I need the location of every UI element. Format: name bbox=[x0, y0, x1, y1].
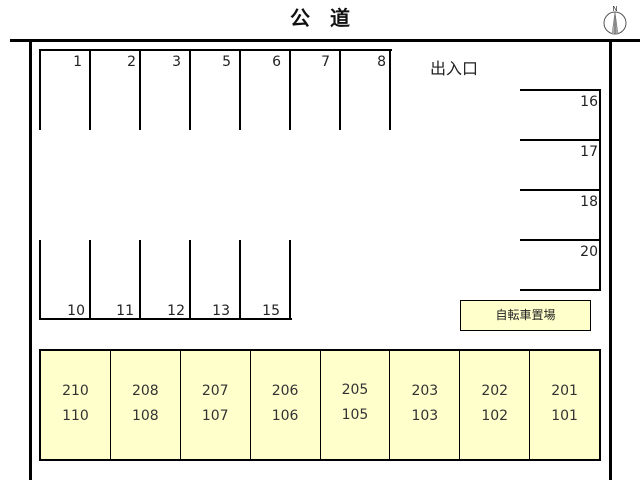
parking-divider bbox=[39, 49, 41, 130]
parking-space-number: 11 bbox=[116, 303, 134, 319]
parking-divider bbox=[39, 240, 41, 320]
parking-space-number: 3 bbox=[172, 54, 181, 70]
parking-space-number: 6 bbox=[272, 54, 281, 70]
parking-divider bbox=[239, 49, 241, 130]
parking-divider bbox=[139, 240, 141, 320]
parking-space-number: 20 bbox=[580, 244, 598, 260]
unit-lower-number: 105 bbox=[341, 407, 369, 423]
parking-divider bbox=[520, 139, 601, 141]
unit-lower-number: 108 bbox=[131, 408, 159, 424]
parking-divider bbox=[520, 89, 601, 91]
parking-space-number: 17 bbox=[580, 144, 598, 160]
entrance-label: 出入口 bbox=[430, 59, 479, 78]
parking-divider bbox=[239, 240, 241, 320]
parking-space-number: 5 bbox=[222, 54, 231, 70]
unit-lower-number: 101 bbox=[551, 408, 578, 424]
parking-divider bbox=[389, 49, 391, 130]
building-unit: 202 102 bbox=[460, 351, 531, 459]
parking-space-number: 8 bbox=[377, 54, 386, 70]
parking-space-number: 10 bbox=[67, 303, 85, 319]
parking-divider bbox=[289, 49, 291, 130]
unit-lower-number: 106 bbox=[271, 408, 299, 424]
parking-divider bbox=[520, 189, 601, 191]
building-unit: 203 103 bbox=[390, 351, 461, 459]
unit-lower-number: 103 bbox=[411, 408, 439, 424]
parking-space-number: 16 bbox=[580, 94, 598, 110]
parking-divider bbox=[339, 49, 341, 130]
unit-upper-number: 201 bbox=[551, 383, 578, 399]
public-road-label: 公道 bbox=[290, 6, 370, 30]
unit-upper-number: 206 bbox=[271, 383, 299, 399]
parking-divider bbox=[189, 49, 191, 130]
parking-space-number: 2 bbox=[127, 54, 136, 70]
building-unit: 201 101 bbox=[530, 351, 599, 459]
parking-divider bbox=[189, 240, 191, 320]
unit-upper-number: 202 bbox=[481, 383, 509, 399]
north-arrow-icon: N bbox=[602, 4, 628, 36]
parking-divider bbox=[139, 49, 141, 130]
unit-upper-number: 203 bbox=[411, 383, 439, 399]
parking-divider bbox=[89, 49, 91, 130]
unit-lower-number: 107 bbox=[201, 408, 229, 424]
unit-upper-number: 207 bbox=[201, 383, 229, 399]
site-boundary-right bbox=[609, 39, 612, 480]
unit-lower-number: 102 bbox=[481, 408, 509, 424]
building-unit: 210 110 bbox=[41, 351, 111, 459]
parking-space-number: 15 bbox=[262, 303, 280, 319]
apartment-building: 210 110 208 108 207 107 206 106 205 105 … bbox=[39, 349, 601, 461]
parking-space-number: 18 bbox=[580, 194, 598, 210]
parking-divider bbox=[520, 289, 601, 291]
building-unit: 206 106 bbox=[251, 351, 321, 459]
road-edge-line bbox=[10, 39, 640, 42]
unit-upper-number: 210 bbox=[62, 383, 89, 399]
parking-bottom-row-back-line bbox=[39, 318, 292, 320]
site-boundary-left bbox=[29, 39, 32, 480]
bicycle-parking-area: 自転車置場 bbox=[460, 300, 591, 331]
parking-divider bbox=[289, 240, 291, 320]
compass-north-label: N bbox=[612, 5, 617, 13]
building-unit: 207 107 bbox=[181, 351, 251, 459]
parking-space-number: 13 bbox=[212, 303, 230, 319]
parking-space-number: 12 bbox=[167, 303, 185, 319]
parking-divider bbox=[89, 240, 91, 320]
building-unit: 208 108 bbox=[111, 351, 181, 459]
parking-top-row-back-line bbox=[39, 49, 392, 51]
parking-space-number: 7 bbox=[321, 54, 330, 70]
parking-space-number: 1 bbox=[73, 54, 82, 70]
parking-divider bbox=[520, 239, 601, 241]
unit-lower-number: 110 bbox=[62, 408, 89, 424]
building-unit: 205 105 bbox=[321, 351, 391, 459]
unit-upper-number: 205 bbox=[341, 382, 369, 398]
unit-upper-number: 208 bbox=[131, 383, 159, 399]
